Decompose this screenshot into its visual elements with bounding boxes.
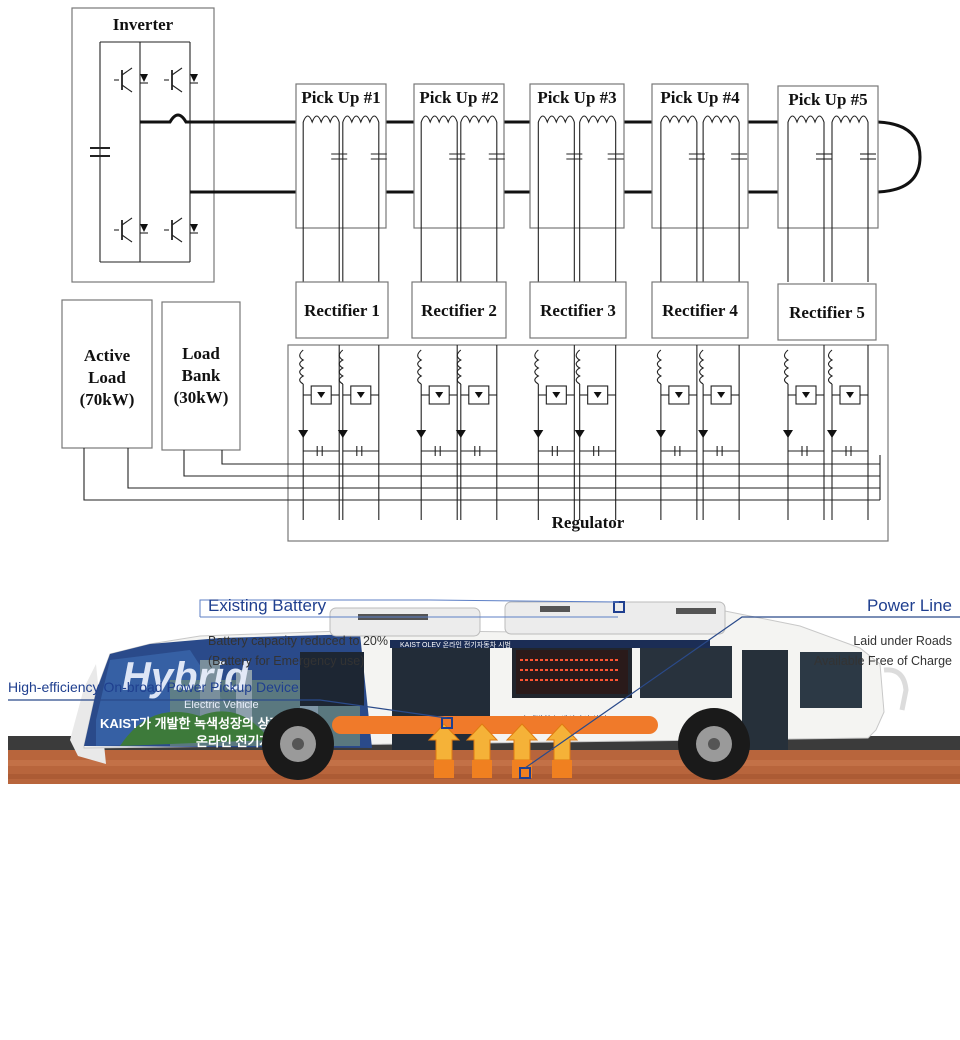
livery-electric-vehicle: Electric Vehicle xyxy=(184,699,259,711)
pickup-coil xyxy=(831,115,869,124)
load-wiring xyxy=(83,448,881,501)
bus-top-banner: KAIST OLEV 온라인 전기자동차 시범 xyxy=(400,640,511,649)
existing-battery-title: Existing Battery xyxy=(208,596,327,615)
pickup-coil xyxy=(702,115,740,124)
regulator-inductor xyxy=(827,349,834,385)
regulator-inductor xyxy=(299,349,305,385)
power-line-line-2: Available Free of Charge xyxy=(814,654,952,668)
load-bank-line-3: (30kW) xyxy=(174,388,229,407)
regulator-inductor xyxy=(575,349,581,385)
pickup-4: Pick Up #4 xyxy=(651,83,749,229)
pickup-coil xyxy=(342,115,380,124)
active-load-block: Active Load (70kW) xyxy=(61,299,153,449)
pickup-label: Pick Up #5 xyxy=(788,90,867,109)
rectifier-label: Rectifier 5 xyxy=(789,303,865,322)
regulator-switch-diode xyxy=(846,392,854,398)
existing-battery-line-1: Battery capacity reduced to 20% xyxy=(208,634,388,648)
led-sign xyxy=(516,650,628,694)
pickup-3: Pick Up #3 xyxy=(529,83,625,229)
active-load-line-1: Active xyxy=(84,346,131,365)
igbt-switches xyxy=(114,67,198,243)
active-load-line-3: (70kW) xyxy=(80,390,135,409)
rectifier-label: Rectifier 1 xyxy=(304,301,380,320)
pickup-5: Pick Up #5 xyxy=(777,85,879,229)
load-bank-line-2: Bank xyxy=(182,366,221,385)
pickup-label: Pick Up #4 xyxy=(660,88,740,107)
inverter-label: Inverter xyxy=(113,15,174,34)
active-load-line-2: Load xyxy=(88,368,126,387)
pickup-coil xyxy=(537,115,575,124)
regulator-diode xyxy=(337,430,348,438)
livery-slogan-1: KAIST가 개발한 녹색성장의 상징 xyxy=(100,716,281,731)
regulator-diode xyxy=(783,430,793,438)
regulator-inductor xyxy=(783,349,790,385)
front-wheel xyxy=(678,708,750,780)
regulator-diode xyxy=(416,430,427,438)
pickup-2: Pick Up #2 xyxy=(413,83,505,229)
regulator-diode xyxy=(455,430,466,438)
pickup-label: Pick Up #1 xyxy=(301,88,380,107)
regulator-switch-diode xyxy=(552,392,561,398)
rectifier-label: Rectifier 3 xyxy=(540,301,616,320)
regulator-switch-diode xyxy=(435,392,444,398)
pickup-device-title: High-efficiency On-broad Power Pickup De… xyxy=(8,679,299,695)
regulator-switch-diode xyxy=(802,392,810,398)
regulator-block: Regulator xyxy=(287,344,889,542)
power-line-callout: Power Line Laid under Roads Available Fr… xyxy=(814,596,952,668)
callout-leaders xyxy=(8,599,960,769)
regulator-diode xyxy=(574,430,585,438)
pickup-1: Pick Up #1 xyxy=(295,83,387,229)
pickup-boxes: Pick Up #1 Pick Up #2 Pick Up #3 Pick Up… xyxy=(295,83,879,229)
pickup-label: Pick Up #3 xyxy=(537,88,616,107)
pickup-coil xyxy=(579,115,617,124)
regulator-inductor xyxy=(338,349,344,385)
pickup-coil xyxy=(302,115,340,124)
bus-body: KAIST OLEV 온라인 전기자동차 시범 Hybrid Electric … xyxy=(70,601,909,780)
regulator-diode xyxy=(533,430,544,438)
regulator-switch-diode xyxy=(356,392,365,398)
load-bank-block: Load Bank (30kW) xyxy=(161,301,241,451)
pickup-coils xyxy=(302,115,876,282)
regulator-switch-diode xyxy=(593,392,602,398)
pickup-device-callout: High-efficiency On-broad Power Pickup De… xyxy=(8,679,299,695)
pickup-coil xyxy=(460,115,498,124)
livery-hybrid: Hybrid xyxy=(122,655,250,699)
regulator-inductor xyxy=(456,349,462,385)
pickup-coil xyxy=(660,115,698,124)
regulator-switch-diode xyxy=(474,392,483,398)
regulator-switch-diode xyxy=(317,392,326,398)
regulator-inductor xyxy=(534,349,540,385)
pickup-coil xyxy=(787,115,825,124)
inverter-block: Inverter xyxy=(71,7,215,283)
power-line-title: Power Line xyxy=(867,596,952,615)
rectifier-labels: Rectifier 1 Rectifier 2 Rectifier 3 Rect… xyxy=(295,281,877,341)
circuit-diagram: Inverter xyxy=(61,7,922,542)
power-line-line-1: Laid under Roads xyxy=(853,634,952,648)
rectifier-label: Rectifier 2 xyxy=(421,301,497,320)
regulator-diode xyxy=(827,430,837,438)
regulator-inductor xyxy=(417,349,423,385)
regulator-diode xyxy=(698,430,709,438)
regulator-diode xyxy=(655,430,666,438)
rear-wheel xyxy=(262,708,334,780)
regulator-circuits xyxy=(298,345,869,520)
rectifier-label: Rectifier 4 xyxy=(662,301,738,320)
existing-battery-line-2: (Battery for Emergency use) xyxy=(208,654,364,668)
existing-battery-callout: Existing Battery Battery capacity reduce… xyxy=(208,596,388,668)
pickup-device-plate xyxy=(332,716,658,734)
pickup-label: Pick Up #2 xyxy=(419,88,498,107)
pickup-coil xyxy=(420,115,458,124)
regulator-inductor xyxy=(699,349,705,385)
regulator-inductor xyxy=(656,349,662,385)
load-bank-line-1: Load xyxy=(182,344,220,363)
regulator-switch-diode xyxy=(717,392,726,398)
power-track-lines xyxy=(140,113,922,194)
bus-illustration: KAIST OLEV 온라인 전기자동차 시범 Hybrid Electric … xyxy=(8,596,960,784)
regulator-diode xyxy=(298,430,309,438)
regulator-label: Regulator xyxy=(552,513,625,532)
regulator-switch-diode xyxy=(674,392,683,398)
